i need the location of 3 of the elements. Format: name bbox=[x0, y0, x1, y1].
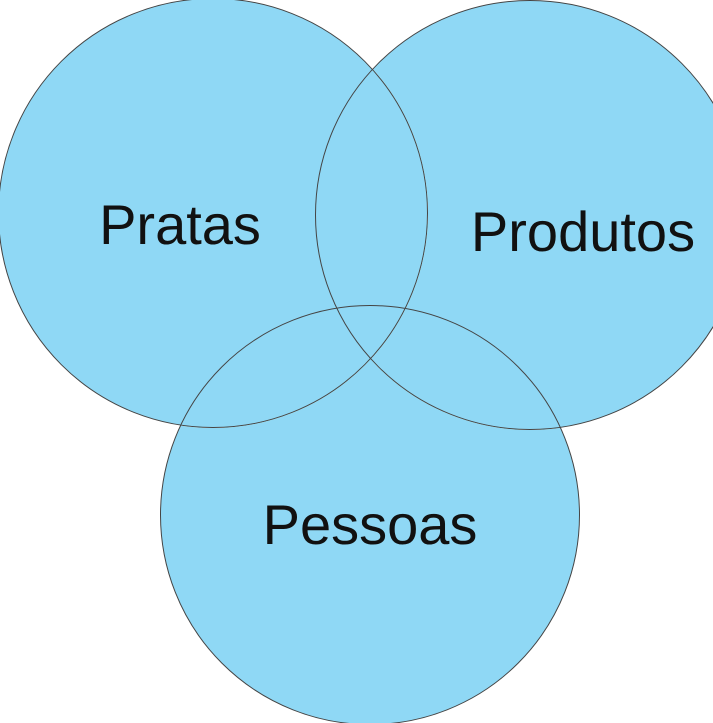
circle-label: Produtos bbox=[470, 204, 696, 260]
circle-label: Pessoas bbox=[262, 497, 478, 553]
circle-label: Pratas bbox=[99, 197, 261, 253]
